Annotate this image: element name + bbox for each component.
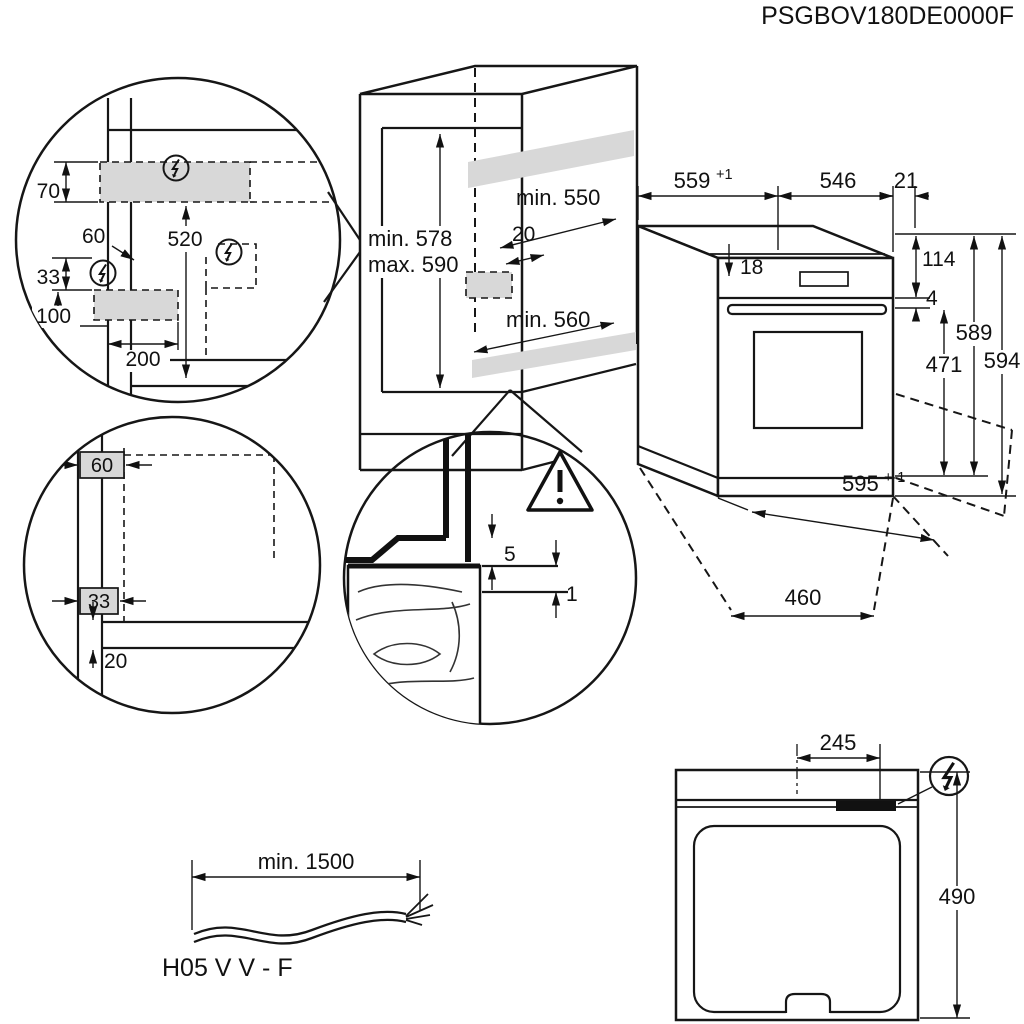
warning-icon bbox=[526, 450, 594, 512]
dim-471-label: 471 bbox=[926, 352, 963, 377]
dim-546-label: 546 bbox=[820, 168, 857, 193]
dimension-lines bbox=[637, 186, 1016, 621]
side-connection-zone bbox=[466, 272, 512, 298]
callout-wedge bbox=[323, 251, 361, 303]
cable-drawing bbox=[193, 893, 434, 945]
dim-114-label: 114 bbox=[922, 248, 956, 271]
dim-200-label: 200 bbox=[125, 348, 160, 371]
dim-min578-label: min. 578 bbox=[368, 226, 452, 251]
dim-520-label: 520 bbox=[167, 228, 202, 251]
door-notch bbox=[784, 992, 832, 1013]
connection-zone-lower bbox=[94, 290, 178, 320]
dim-max590-label: max. 590 bbox=[368, 252, 459, 277]
dim-559-sup-label: +1 bbox=[716, 167, 733, 183]
dim-245-label: 245 bbox=[820, 730, 857, 755]
dim-594-label: 594 bbox=[984, 348, 1021, 373]
connection-zone-bottom bbox=[80, 588, 118, 614]
door-window bbox=[752, 330, 864, 430]
dim-min560-label: min. 560 bbox=[506, 307, 590, 332]
dim-589-label: 589 bbox=[956, 320, 993, 345]
detail-front-frame: 60 33 20 bbox=[22, 415, 322, 715]
terminal-box bbox=[836, 801, 896, 811]
control-display bbox=[799, 271, 849, 287]
dim-21-label: 21 bbox=[894, 168, 918, 193]
dim-4-label: 4 bbox=[926, 287, 938, 310]
dim-490-label: 490 bbox=[939, 884, 976, 909]
dim-20-label: 20 bbox=[512, 223, 535, 246]
dim-33-label: 33 bbox=[37, 266, 60, 289]
cable-type-label: H05 V V - F bbox=[162, 954, 293, 982]
callout-wedge bbox=[509, 389, 583, 453]
electrical-connection-icon bbox=[928, 755, 970, 797]
cable-length-label: min. 1500 bbox=[258, 849, 355, 874]
detail-gap-content bbox=[346, 432, 594, 724]
cabinet-niche: min. 550 20 min. 578 max. 590 min. 560 bbox=[358, 64, 639, 472]
cabinet-outline bbox=[358, 64, 639, 472]
dim-60-label: 60 bbox=[82, 225, 105, 248]
dimension-lines bbox=[487, 514, 561, 618]
dim-min550-label: min. 550 bbox=[516, 185, 600, 210]
detail-circle-outline bbox=[14, 76, 342, 404]
dim-20-label: 20 bbox=[104, 650, 127, 673]
door-handle bbox=[726, 303, 888, 316]
oven-top-view: 245 490 bbox=[674, 730, 982, 1022]
callout-wedge bbox=[327, 191, 361, 241]
detail-circle-outline bbox=[342, 430, 638, 726]
dim-33-label: 33 bbox=[88, 591, 110, 613]
detail-side-panel: 70 60 520 33 100 200 bbox=[14, 76, 361, 404]
detail-side-panel-content bbox=[32, 98, 334, 396]
callout-wedge bbox=[451, 389, 511, 457]
electrical-connection-icon bbox=[162, 154, 190, 182]
detail-front-frame-content bbox=[50, 425, 310, 702]
drawing-code: PSGBOV180DE0000F bbox=[761, 2, 1014, 30]
cabinet-floor bbox=[382, 362, 637, 394]
dim-100-label: 100 bbox=[36, 305, 71, 328]
dim-70-label: 70 bbox=[37, 180, 60, 203]
connection-zone-top bbox=[80, 452, 124, 478]
rear-connection-band bbox=[468, 130, 634, 188]
dim-5-label: 5 bbox=[504, 543, 516, 566]
panel-cross-section bbox=[346, 432, 568, 724]
oven-body bbox=[636, 224, 895, 498]
dim-460-label: 460 bbox=[785, 585, 822, 610]
dim-1-label: 1 bbox=[566, 583, 578, 606]
detail-circle-outline bbox=[22, 415, 322, 715]
detail-gap: 5 1 bbox=[342, 430, 638, 726]
dim-559-label: 559 bbox=[674, 168, 711, 193]
electrical-connection-icon bbox=[215, 238, 243, 266]
frame-outline bbox=[76, 425, 310, 702]
dim-595-sup-label: +-1 bbox=[884, 470, 905, 486]
electrical-connection-icon bbox=[89, 259, 117, 287]
dim-595-label: 595 bbox=[842, 471, 879, 496]
top-view-outline bbox=[674, 768, 920, 1022]
power-cable: min. 1500 H05 V V - F bbox=[162, 849, 434, 982]
dim-18-label: 18 bbox=[740, 256, 763, 279]
oven: 559 +1 546 21 18 114 4 471 589 594 595 +… bbox=[636, 167, 1024, 621]
dim-60-label: 60 bbox=[91, 455, 113, 477]
